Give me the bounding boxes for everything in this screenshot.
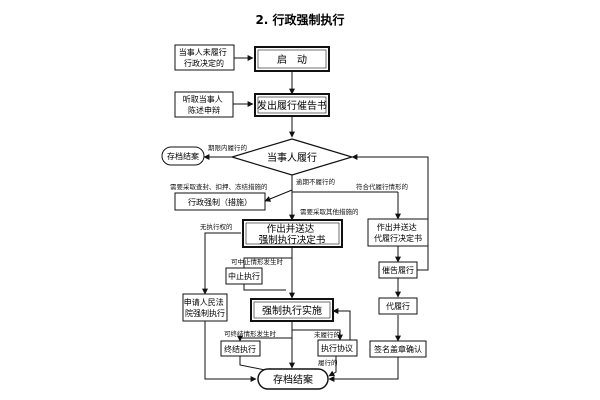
node-subdec-box [367,218,429,247]
node-notice: 发出履行催告书 [257,99,327,112]
node-suspend-box [225,267,263,285]
node-urge: 催告履行 [382,265,414,275]
node-sign: 签名盖章确认 [374,344,422,354]
svg-text:申请人民法 院强制执行: 申请人民法 院强制执行 [184,297,227,318]
svg-text:作出并送达 代履行决定书: 作出并送达 代履行决定书 [374,222,422,243]
label-need-seal: 需要采取查封、扣押、冻结措施的 [170,182,268,191]
node-decision-box [242,219,343,248]
edge-court-archive [204,321,257,382]
node-sign-box [369,340,427,358]
node-archive-bottom-box [257,368,329,390]
node-subdec-line1: 作出并送达 [377,222,417,232]
node-not-perform-line2: 行政决定的 [184,58,224,68]
edge-to-suspend [243,257,292,268]
node-start: 启 动 [277,53,307,66]
node-subperform-box [378,297,418,315]
label-suspend-cond: 可中止情形发生时 [231,257,284,266]
edge-suspend-enforce [243,284,286,291]
edge-to-coercive [264,189,293,202]
node-archive-top: 存档结案 [167,151,199,161]
node-court-line2: 院强制执行 [185,308,225,318]
node-listen-line2: 陈述申辩 [188,105,220,115]
node-subdec-line2: 代履行决定书 [374,233,422,243]
label-no-authority: 无执行权的 [200,222,233,231]
label-overdue: 逾期不履行的 [296,177,336,186]
node-suspend: 中止执行 [228,271,260,281]
node-listen-box [174,91,234,118]
node-start-box [254,46,330,72]
node-archive-top-box [161,146,205,166]
node-party-perform-diamond [229,138,355,176]
label-meets-substitute: 符合代履行情形的 [356,182,409,191]
edge-to-terminate [237,335,292,342]
svg-text:听取当事人 陈述申辩: 听取当事人 陈述申辩 [183,94,226,115]
node-urge-box [378,261,418,279]
edge-agreement-archive [328,356,337,377]
edge-urge-party [351,154,429,271]
svg-text:作出并送达 强制执行决定书: 作出并送达 强制执行决定书 [259,223,326,246]
node-not-perform-box [174,44,235,71]
node-listen-line1: 听取当事人 [183,94,223,104]
node-agreement: 执行协议 [321,343,353,353]
edge-agreement-enforce [332,308,351,340]
page-title: 2. 行政强制执行 [255,12,344,27]
node-enforce-box [250,298,334,322]
node-agreement-box [317,339,358,357]
label-not-perform-agree: 未履行的 [314,330,341,339]
node-court-line1: 申请人民法 [184,297,224,307]
node-terminate-box [220,340,261,357]
label-performed: 履行的 [318,358,338,367]
label-other-measures: 需要采取其他措施的 [300,207,359,216]
node-coercive-box [174,192,266,211]
node-coercive: 行政强制（措施） [188,197,252,207]
edge-to-agreement [292,329,343,341]
node-decision-line1: 作出并送达 [267,223,315,235]
node-not-perform-line1: 当事人未履行 [179,47,227,57]
node-court-box [182,293,228,322]
node-party-perform: 当事人履行 [267,151,317,164]
label-terminate-cond: 可终结情形发生时 [224,329,277,338]
label-perform-in-time: 期限内履行的 [208,143,248,152]
node-archive-bottom: 存档结案 [273,373,313,386]
node-enforce: 强制执行实施 [262,304,322,317]
edge-decision-court [202,232,241,295]
node-subperform: 代履行 [386,301,410,311]
edge-sign-archive [328,357,399,382]
svg-text:当事人未履行 行政决定的: 当事人未履行 行政决定的 [179,47,230,68]
node-decision-line2: 强制执行决定书 [259,234,326,246]
node-notice-box [254,93,330,117]
node-terminate: 终结执行 [224,344,256,354]
